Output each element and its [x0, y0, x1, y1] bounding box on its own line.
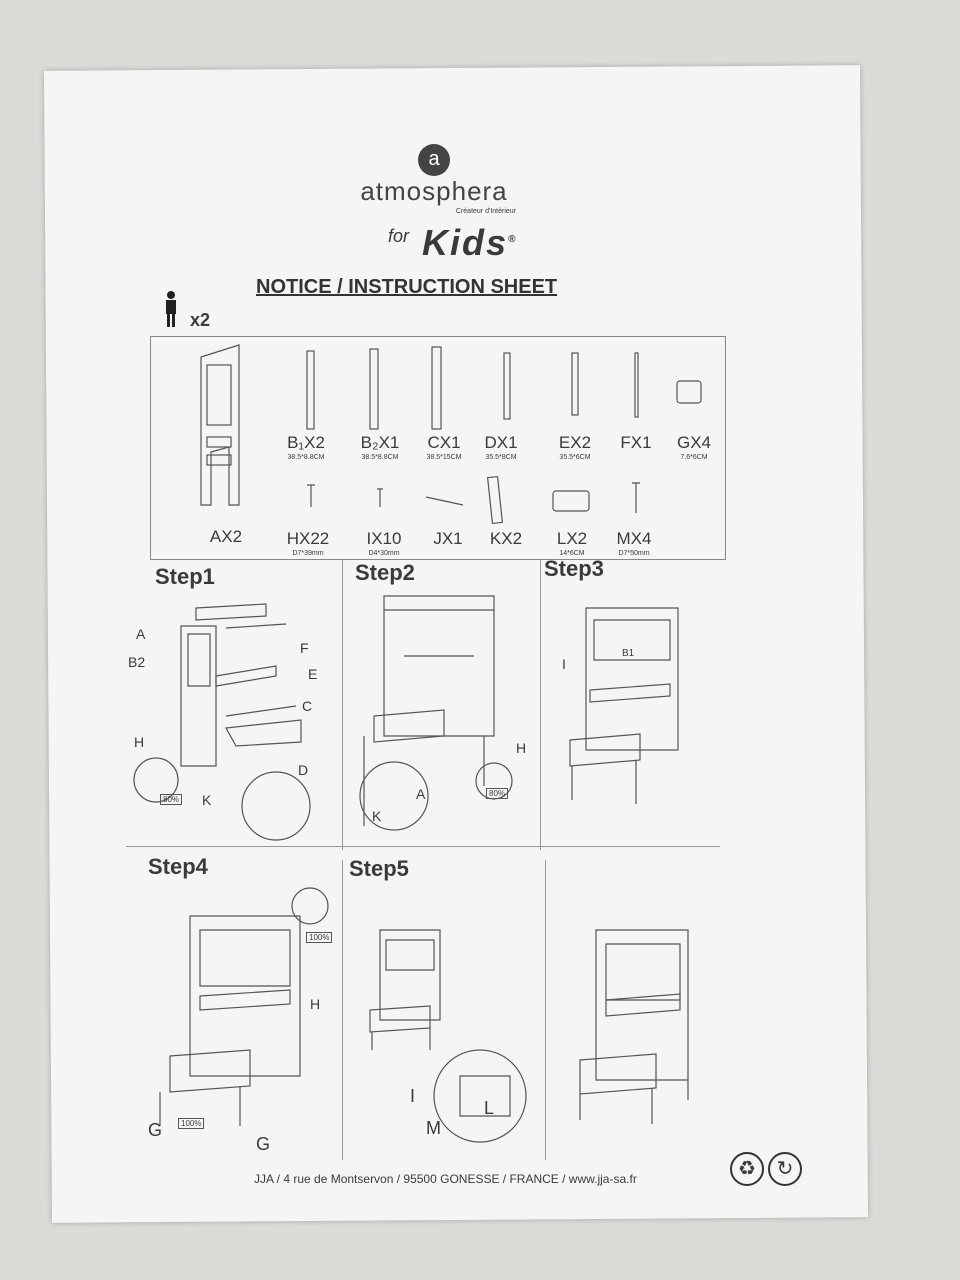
divider [126, 846, 720, 847]
label-d: D [298, 762, 309, 778]
label-g-2: G [256, 1134, 271, 1154]
step-4-title: Step4 [148, 854, 208, 879]
divider [342, 560, 343, 850]
label-k: K [202, 792, 212, 808]
label-m: M [426, 1118, 441, 1138]
label-a-step2: A [416, 786, 426, 802]
step-4-diagram [159, 887, 329, 1126]
label-e: E [308, 666, 318, 682]
part-j: JX1 [433, 529, 463, 548]
label-80-percent-step2: 80% [486, 788, 509, 799]
step-2-title: Step2 [355, 560, 415, 585]
brand-name: atmosphera [360, 176, 508, 206]
label-k-step2: K [372, 808, 382, 824]
label-l: L [484, 1098, 495, 1118]
label-g: G [148, 1120, 163, 1140]
label-100-percent: 100% [306, 932, 333, 943]
divider [545, 860, 546, 1160]
recycle-icon: ↻ [768, 1152, 802, 1186]
part-f: FX1 [620, 433, 652, 452]
person-icon [166, 291, 176, 327]
step-3-diagram [569, 607, 679, 804]
label-h-step4: H [310, 996, 321, 1012]
part-a: AX2 [209, 527, 243, 546]
label-c: C [302, 698, 313, 714]
label-i: I [562, 656, 566, 672]
part-k: KX2 [489, 529, 523, 548]
label-i-step5: I [410, 1086, 416, 1106]
label-b1: B1 [622, 648, 635, 659]
brand-tagline: Créateur d'Intérieur [455, 208, 516, 215]
person-count: x2 [190, 310, 211, 330]
step-2-diagram [359, 595, 513, 831]
divider [540, 560, 541, 850]
footer-address: JJA / 4 rue de Montservon / 95500 GONESS… [254, 1172, 637, 1186]
label-f: F [300, 640, 309, 656]
page-title: NOTICE / INSTRUCTION SHEET [256, 276, 558, 298]
divider [342, 860, 343, 1160]
final-assembly-diagram [579, 929, 689, 1124]
label-h-step2: H [516, 740, 527, 756]
step-1-diagram [133, 603, 311, 841]
brand-kids: Kids® [422, 222, 518, 263]
brand-for: for [388, 226, 410, 246]
brand-mark: a [418, 144, 450, 176]
brand-logo: a atmosphera Créateur d'Intérieur for Ki… [344, 144, 524, 263]
step-5-title: Step5 [349, 856, 409, 881]
step-5-diagram [369, 929, 527, 1143]
step-3-title: Step3 [544, 556, 604, 581]
label-b2: B2 [128, 654, 146, 670]
label-a: A [136, 626, 146, 642]
step-1-title: Step1 [155, 564, 215, 589]
tidyman-icon: ♻ [730, 1152, 764, 1186]
parts-drawings [200, 344, 702, 525]
label-100-percent-2: 100% [178, 1118, 205, 1129]
label-80-percent: 80% [160, 794, 183, 805]
part-h-drawing [307, 484, 315, 507]
label-h: H [134, 734, 145, 750]
